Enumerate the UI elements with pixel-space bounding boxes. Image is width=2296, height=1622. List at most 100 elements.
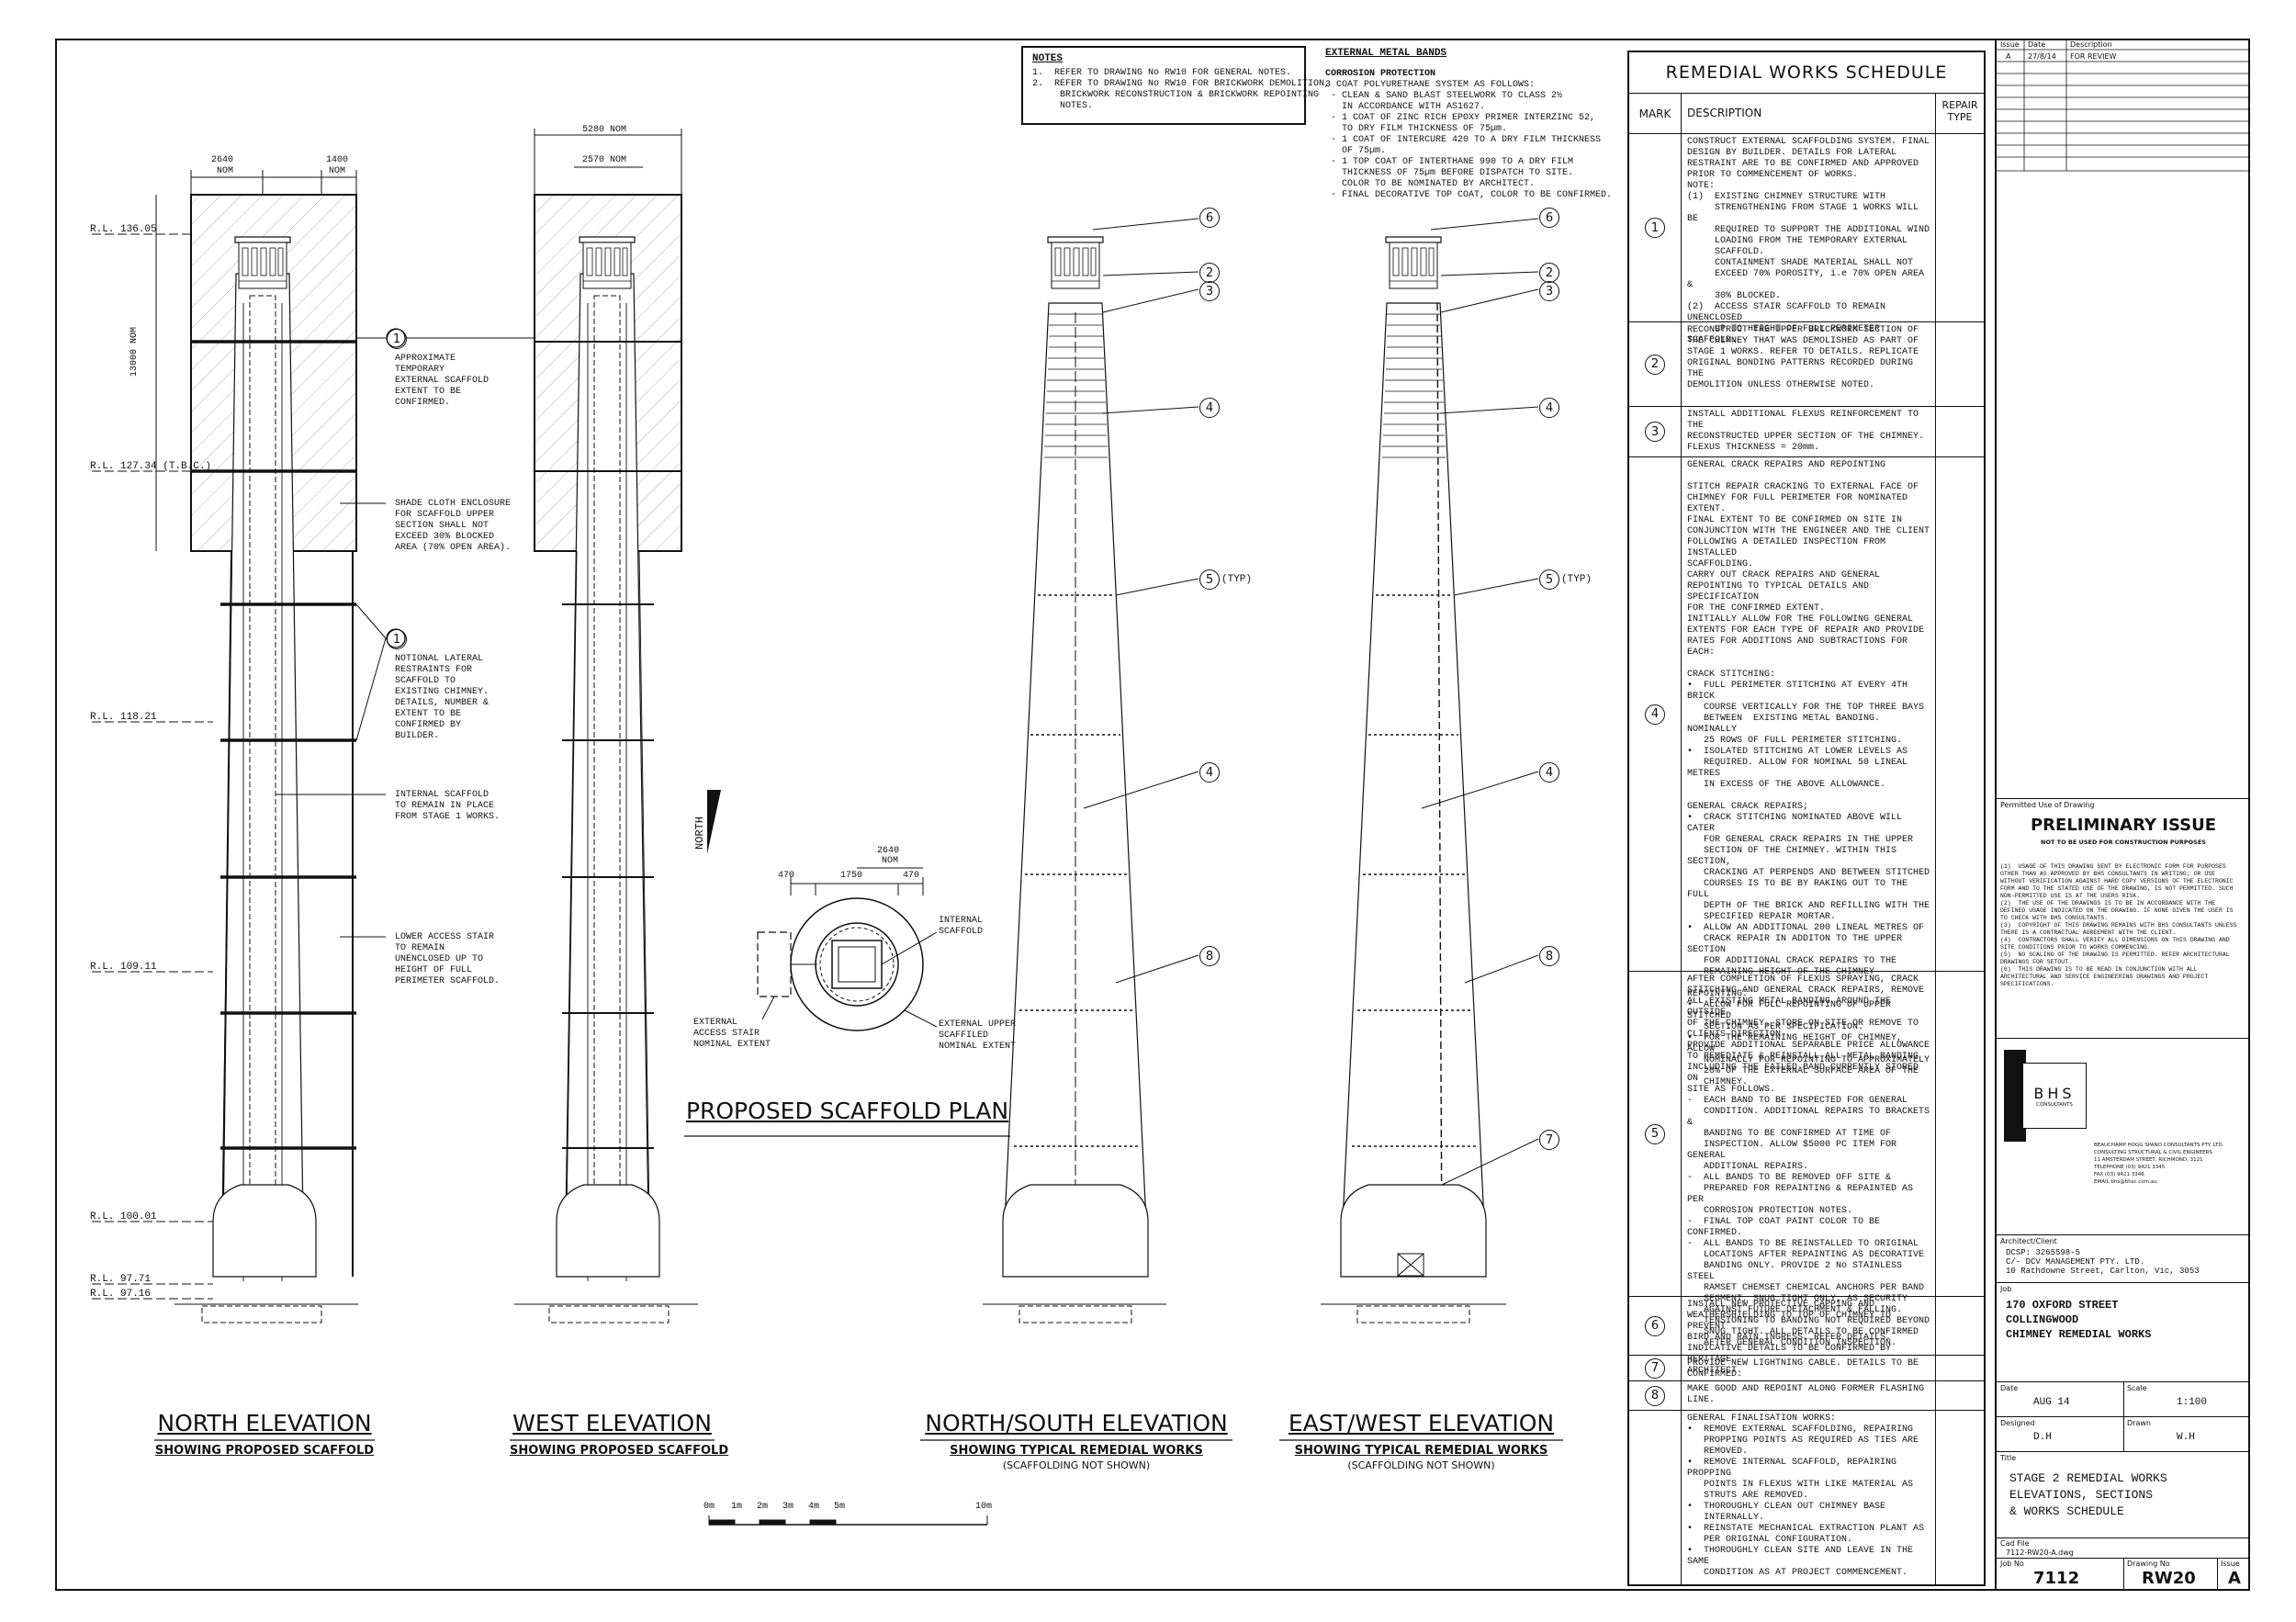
- note-scaffold: APPROXIMATE TEMPORARY EXTERNAL SCAFFOLD …: [395, 354, 490, 408]
- drawno-value: RW20: [2142, 1569, 2196, 1588]
- note-lateral: NOTIONAL LATERAL RESTRAINTS FOR SCAFFOLD…: [395, 654, 490, 741]
- bhs-logo: BHS CONSULTANTS: [2022, 1063, 2087, 1129]
- dim-n-left-sub: NOM: [217, 166, 234, 176]
- col-mark: MARK: [1629, 94, 1682, 133]
- drawing-canvas: [92, 129, 1563, 1526]
- designed-value: D.H: [2033, 1432, 2052, 1443]
- dim-plan-a: 470: [778, 871, 795, 881]
- ew-marker-4: 4: [1539, 398, 1559, 418]
- mark-8: 8: [1645, 1385, 1665, 1406]
- ns-marker-4b: 4: [1199, 762, 1220, 783]
- rev-1-issue: A: [2006, 52, 2011, 61]
- level-2: R.L. 127.34 (T.B.C.): [90, 461, 212, 472]
- note-plan-stair: EXTERNAL ACCESS STAIR NOMINAL EXTENT: [693, 1018, 771, 1050]
- mark-5: 5: [1645, 1123, 1665, 1144]
- job-text: 170 OXFORD STREET COLLINGWOOD CHIMNEY RE…: [2006, 1299, 2152, 1341]
- title-block: Issue Date Description A 27/8/14 FOR REV…: [1995, 39, 2250, 1591]
- ns-marker-6: 6: [1199, 208, 1220, 228]
- ew-elevation: [1321, 218, 1539, 1324]
- schedule-row-4: 4 GENERAL CRACK REPAIRS AND REPOINTING S…: [1629, 456, 1984, 1087]
- metal-bands-title: EXTERNAL METAL BANDS: [1325, 48, 1447, 59]
- job-label: Job: [2000, 1285, 2012, 1293]
- row-6-text: INSTALL NEW PROTECTIVE CAPPING AND WEATH…: [1687, 1300, 1892, 1376]
- jobno-value: 7112: [2033, 1569, 2080, 1588]
- scale-label-10: 10m: [975, 1502, 993, 1512]
- note-shade: SHADE CLOTH ENCLOSURE FOR SCAFFOLD UPPER…: [395, 499, 512, 553]
- scale-bar: [708, 1515, 988, 1526]
- level-3: R.L. 118.21: [90, 712, 157, 723]
- drawing-title: STAGE 2 REMEDIAL WORKS ELEVATIONS, SECTI…: [2009, 1471, 2167, 1518]
- ew-elevation-sub2: (SCAFFOLDING NOT SHOWN): [1347, 1459, 1495, 1471]
- note-1: 1. REFER TO DRAWING No RW10 FOR GENERAL …: [1032, 68, 1292, 78]
- preliminary-issue: PRELIMINARY ISSUE: [2030, 816, 2217, 835]
- numbers-cell: Job No 7112 Drawing No RW20 Issue A: [1997, 1558, 2250, 1589]
- scale-value: 1:100: [2177, 1397, 2208, 1408]
- date-scale-cell: Date AUG 14 Scale 1:100: [1997, 1381, 2250, 1416]
- note-stair: LOWER ACCESS STAIR TO REMAIN UNENCLOSED …: [395, 932, 501, 986]
- marker-1a: 1: [387, 329, 407, 349]
- schedule-title: REMEDIAL WORKS SCHEDULE: [1665, 62, 1948, 83]
- dim-w-top: 5280 NOM: [582, 125, 627, 135]
- note-plan-internal: INTERNAL SCAFFOLD: [939, 916, 984, 937]
- remedial-works-schedule: REMEDIAL WORKS SCHEDULE MARK DESCRIPTION…: [1627, 51, 1986, 1586]
- scale-label-0: 0m: [703, 1502, 715, 1512]
- schedule-row-1: 1 CONSTRUCT EXTERNAL SCAFFOLDING SYSTEM.…: [1629, 133, 1984, 345]
- title-label: Title: [2000, 1454, 2017, 1462]
- metal-bands-text: 3 COAT POLYURETHANE SYSTEM AS FOLLOWS: -…: [1325, 80, 1613, 200]
- schedule-row-general: GENERAL FINALISATION WORKS: • REMOVE EXT…: [1629, 1410, 1984, 1584]
- logo-sub: CONSULTANTS: [2036, 1101, 2073, 1108]
- mark-4: 4: [1645, 704, 1665, 725]
- row-1-text: CONSTRUCT EXTERNAL SCAFFOLDING SYSTEM. F…: [1687, 137, 1930, 345]
- logo-text: BHS: [2033, 1084, 2076, 1102]
- ns-marker-4: 4: [1199, 398, 1220, 418]
- row-4-text: GENERAL CRACK REPAIRS AND REPOINTING STI…: [1687, 460, 1930, 1087]
- client-text: DCSP: 3265598-5 C/- DCV MANAGEMENT PTY. …: [2006, 1248, 2200, 1276]
- row-3-text: INSTALL ADDITIONAL FLEXUS REINFORCEMENT …: [1687, 410, 1925, 453]
- cad-value: 7112-RW20-A.dwg: [2006, 1549, 2074, 1557]
- issue-value: A: [2228, 1569, 2241, 1588]
- cad-label: Cad File: [2000, 1539, 2030, 1548]
- north-elevation: [92, 170, 406, 1324]
- ns-elevation-title: NORTH/SOUTH ELEVATION: [925, 1410, 1228, 1436]
- mark-1: 1: [1645, 218, 1665, 238]
- drawno-label: Drawing No: [2127, 1560, 2170, 1568]
- rev-1-date: 27/8/14: [2028, 52, 2056, 61]
- revision-table: Issue Date Description A 27/8/14 FOR REV…: [1997, 39, 2250, 172]
- ew-marker-5: 5: [1539, 569, 1559, 590]
- note-internal: INTERNAL SCAFFOLD TO REMAIN IN PLACE FRO…: [395, 790, 501, 822]
- rev-col-issue: Issue: [2000, 40, 2020, 49]
- client-cell: Architect/Client DCSP: 3265598-5 C/- DCV…: [1997, 1234, 2250, 1282]
- drawing-border: [55, 39, 2250, 1591]
- permitted-label: Permitted Use of Drawing: [2000, 801, 2095, 809]
- scaffold-plan: [707, 790, 938, 1031]
- schedule-row-6: 6 INSTALL NEW PROTECTIVE CAPPING AND WEA…: [1629, 1296, 1984, 1376]
- company-details: BEAUCHAMP HOGG SPANO CONSULTANTS PTY. LT…: [2094, 1143, 2224, 1185]
- ns-elevation-sub: SHOWING TYPICAL REMEDIAL WORKS: [950, 1444, 1203, 1458]
- ns-marker-2: 2: [1199, 263, 1220, 283]
- drawn-label: Drawn: [2127, 1419, 2151, 1427]
- dim-plan-top: 2640: [877, 846, 900, 856]
- plan-title: PROPOSED SCAFFOLD PLAN: [685, 1098, 1009, 1124]
- schedule-row-5: 5 AFTER COMPLETION OF FLEXUS SPRAYING, C…: [1629, 971, 1984, 1348]
- scale-label-2: 2m: [757, 1502, 769, 1512]
- ew-marker-4b: 4: [1539, 762, 1559, 783]
- dim-n-left: 2640: [211, 155, 234, 165]
- level-7: R.L. 97.16: [90, 1289, 152, 1300]
- ew-marker-3: 3: [1539, 281, 1559, 301]
- level-5: R.L. 100.01: [90, 1211, 157, 1222]
- ns-elevation-sub2: (SCAFFOLDING NOT SHOWN): [1002, 1459, 1151, 1471]
- ew-marker-2: 2: [1539, 263, 1559, 283]
- issue-label: Issue: [2221, 1560, 2240, 1568]
- rev-1-desc: FOR REVIEW: [2070, 52, 2117, 61]
- ns-marker-8: 8: [1199, 946, 1220, 966]
- dim-n-right: 1400: [326, 155, 349, 165]
- ew-marker-6: 6: [1539, 208, 1559, 228]
- level-6: R.L. 97.71: [90, 1274, 152, 1285]
- ns-marker-5: 5: [1199, 569, 1220, 590]
- metal-bands-subtitle: CORROSION PROTECTION: [1325, 69, 1436, 79]
- title-cell: Title STAGE 2 REMEDIAL WORKS ELEVATIONS,…: [1997, 1451, 2250, 1538]
- ns-marker-3: 3: [1199, 281, 1220, 301]
- designed-cell: Designed D.H Drawn W.H: [1997, 1416, 2250, 1451]
- cad-cell: Cad File 7112-RW20-A.dwg: [1997, 1538, 2250, 1558]
- notes-box: NOTES 1. REFER TO DRAWING No RW10 FOR GE…: [1021, 46, 1330, 125]
